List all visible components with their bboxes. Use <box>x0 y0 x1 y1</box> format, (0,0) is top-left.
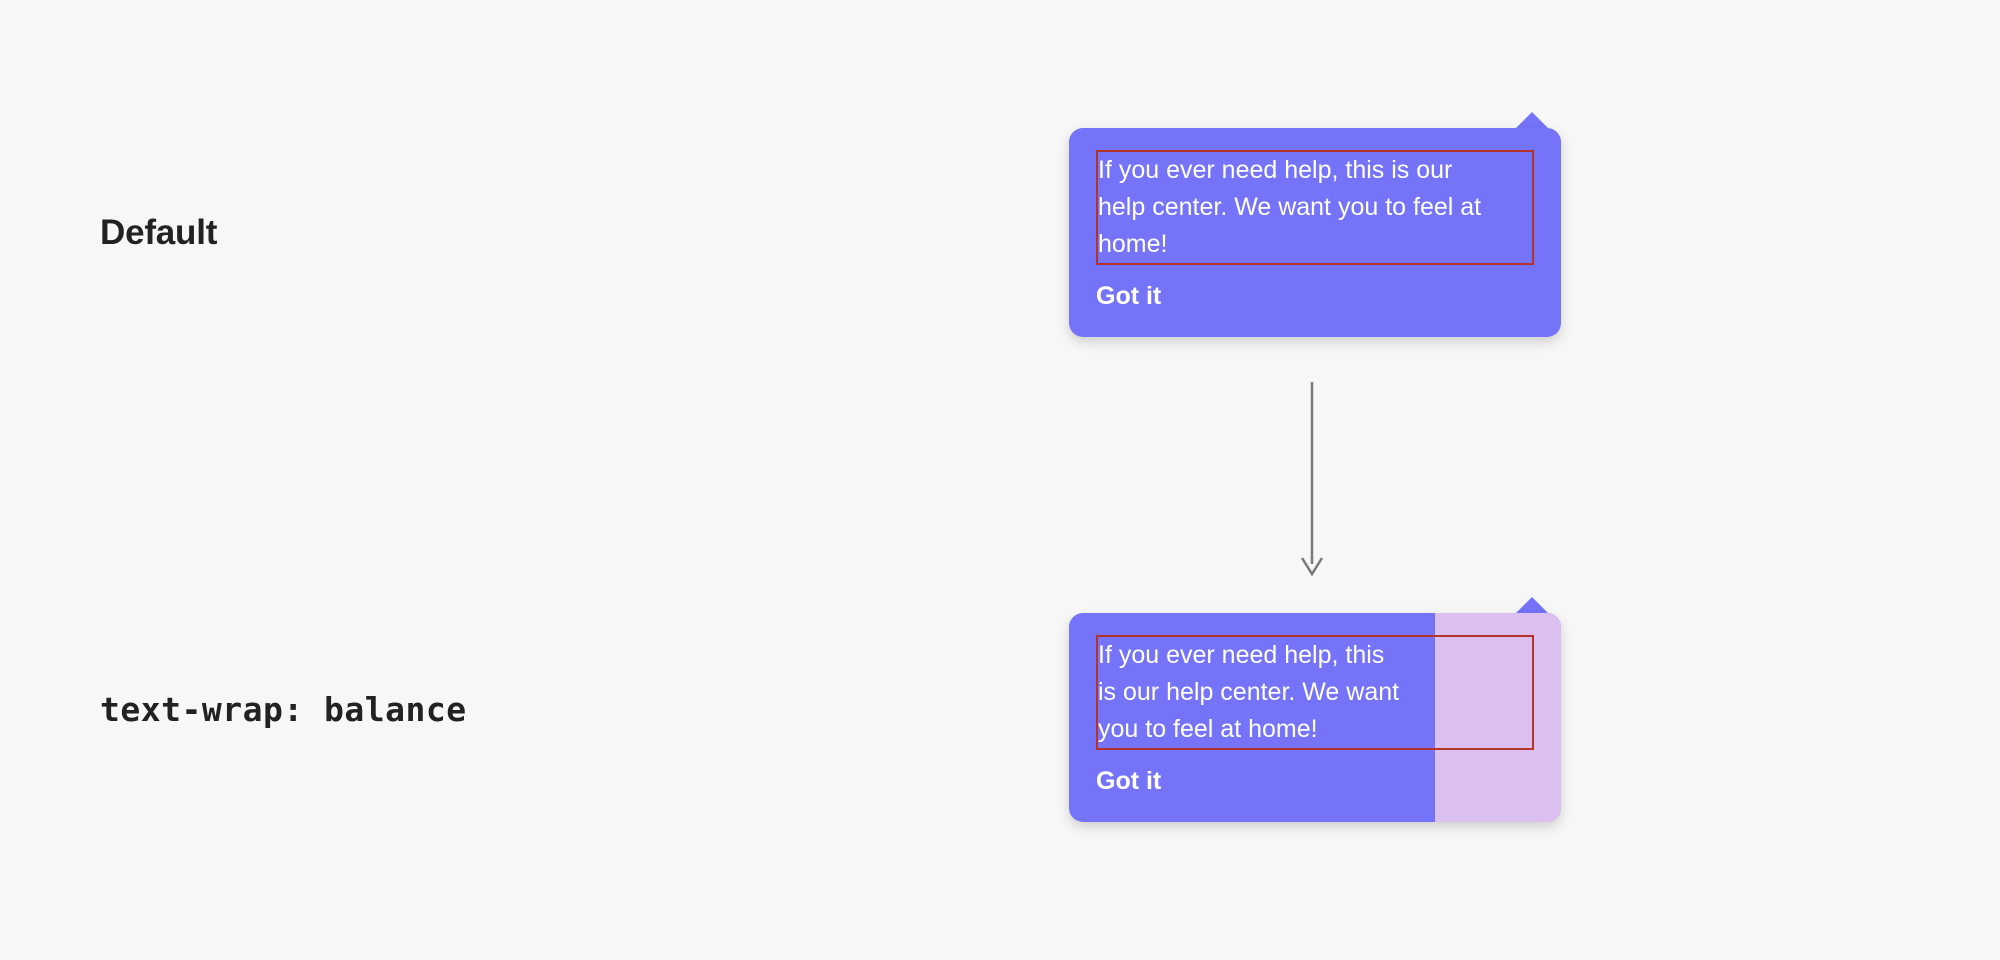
tooltip-default: If you ever need help, this is our help … <box>1069 112 1561 337</box>
tooltip-tail-icon <box>1515 112 1549 129</box>
tooltip-message: If you ever need help, this is our help … <box>1098 156 1482 258</box>
tooltip-body: If you ever need help, this is our help … <box>1069 613 1561 822</box>
tooltip-balance: If you ever need help, this is our help … <box>1069 597 1561 822</box>
case-label-default: Default <box>100 213 218 252</box>
tooltip-message: If you ever need help, this is our help … <box>1098 641 1400 743</box>
text-measure-box: If you ever need help, this is our help … <box>1096 635 1534 750</box>
got-it-button[interactable]: Got it <box>1096 767 1162 795</box>
case-label-balance: text-wrap: balance <box>100 690 467 729</box>
tooltip-body: If you ever need help, this is our help … <box>1069 128 1561 337</box>
tooltip-tail-icon <box>1515 597 1549 614</box>
flow-arrow-down-icon <box>1296 382 1328 578</box>
text-measure-box: If you ever need help, this is our help … <box>1096 150 1534 265</box>
got-it-button[interactable]: Got it <box>1096 282 1162 310</box>
